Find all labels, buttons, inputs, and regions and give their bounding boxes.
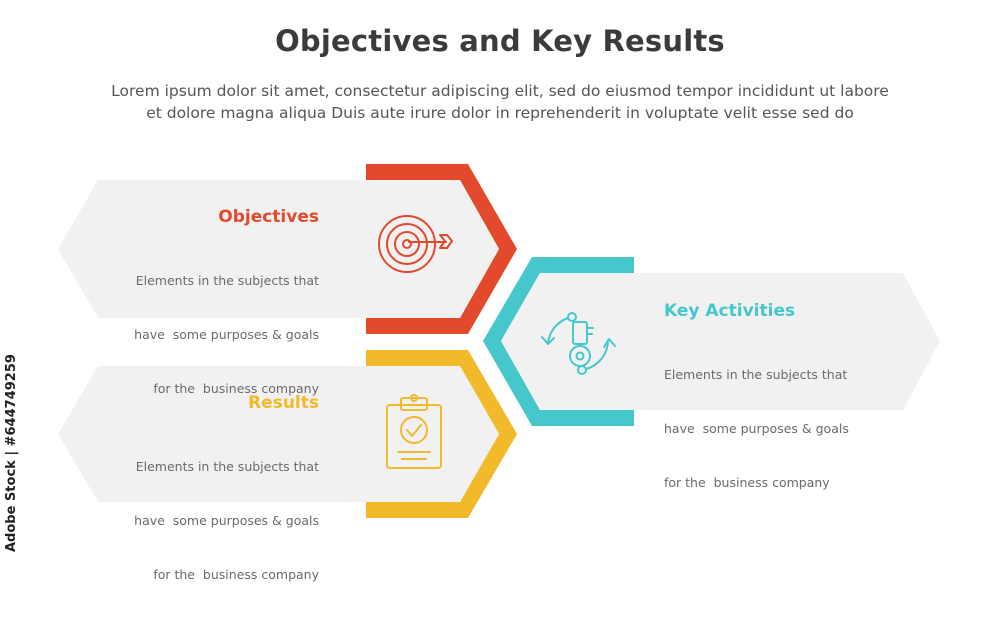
key-activities-hexagon-outline bbox=[483, 257, 634, 426]
objectives-hexagon-outline bbox=[366, 164, 517, 334]
stock-watermark: Adobe Stock | #644749259 bbox=[4, 354, 19, 552]
results-text-block: Results Elements in the subjects that ha… bbox=[59, 393, 319, 620]
key-activities-title: Key Activities bbox=[664, 301, 796, 321]
key-activities-desc-line: for the business company bbox=[664, 475, 830, 490]
page-subtitle: Lorem ipsum dolor sit amet, consectetur … bbox=[30, 80, 970, 124]
objectives-description: Elements in the subjects that have some … bbox=[59, 236, 319, 434]
key-activities-desc-line: have some purposes & goals bbox=[664, 421, 849, 436]
objectives-desc-line: Elements in the subjects that bbox=[135, 273, 319, 288]
objectives-text-block: Objectives Elements in the subjects that… bbox=[59, 207, 319, 434]
objectives-panel bbox=[58, 180, 420, 318]
subtitle-line-1: Lorem ipsum dolor sit amet, consectetur … bbox=[111, 82, 889, 100]
subtitle-line-2: et dolore magna aliqua Duis aute irure d… bbox=[146, 104, 854, 122]
key-activities-panel bbox=[580, 273, 940, 410]
results-desc-line: for the business company bbox=[153, 567, 319, 582]
results-panel bbox=[58, 366, 420, 502]
objectives-title: Objectives bbox=[218, 207, 319, 227]
objectives-desc-line: have some purposes & goals bbox=[134, 327, 319, 342]
key-activities-text-block: Key Activities Elements in the subjects … bbox=[664, 301, 924, 528]
objectives-hexagon-fill bbox=[366, 180, 499, 318]
results-title: Results bbox=[248, 393, 319, 413]
results-desc-line: have some purposes & goals bbox=[134, 513, 319, 528]
results-hexagon-outline bbox=[366, 350, 517, 518]
page-title: Objectives and Key Results bbox=[275, 24, 725, 58]
results-desc-line: Elements in the subjects that bbox=[135, 459, 319, 474]
target-arrow-icon bbox=[378, 215, 453, 273]
key-activities-desc-line: Elements in the subjects that bbox=[664, 367, 848, 382]
key-cycle-icon bbox=[541, 312, 616, 375]
clipboard-check-icon bbox=[386, 394, 442, 469]
results-description: Elements in the subjects that have some … bbox=[59, 422, 319, 620]
objectives-desc-line: for the business company bbox=[153, 381, 319, 396]
key-activities-description: Elements in the subjects that have some … bbox=[664, 330, 924, 528]
okr-hexagon-diagram bbox=[58, 164, 940, 518]
key-activities-hexagon-fill bbox=[501, 273, 634, 410]
